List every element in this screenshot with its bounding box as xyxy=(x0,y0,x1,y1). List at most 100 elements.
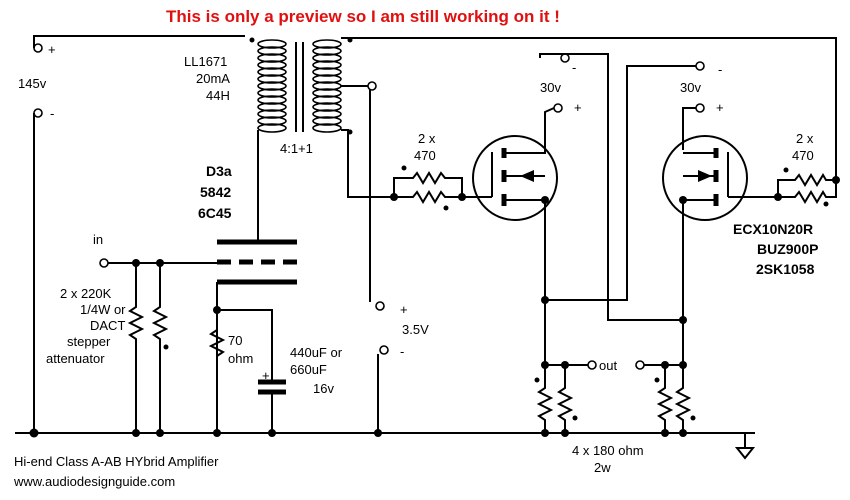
cathode-capacitor xyxy=(258,379,286,395)
junction-dot xyxy=(268,429,276,437)
junction-dot xyxy=(661,429,669,437)
bias-minus-sign: - xyxy=(400,344,404,359)
output-label: out xyxy=(599,358,617,373)
polarity-dot xyxy=(572,415,578,421)
right-gate-resistor-1 xyxy=(777,173,836,197)
supply-voltage-label: 145v xyxy=(18,76,47,91)
bias-plus-sign: + xyxy=(400,302,408,317)
left-gate-res-value: 470 xyxy=(414,148,436,163)
supply-minus-sign: - xyxy=(50,106,54,121)
triode-tube xyxy=(217,239,297,285)
polarity-dot xyxy=(823,201,829,207)
footer-url: www.audiodesignguide.com xyxy=(13,474,175,489)
footer-title: Hi-end Class A-AB HYbrid Amplifier xyxy=(14,454,219,469)
bias-voltage-label: 3.5V xyxy=(402,322,429,337)
supply-minus-terminal xyxy=(33,108,43,118)
right-30v-minus-wire xyxy=(545,65,696,301)
input-resistor-label-1: 2 x 220K xyxy=(60,286,112,301)
right-gate-res-value: 470 xyxy=(792,148,814,163)
junction-dot xyxy=(774,193,782,201)
junction-dot xyxy=(213,429,221,437)
polarity-dot xyxy=(163,344,169,350)
mosfet-label-1: ECX10N20R xyxy=(733,221,813,237)
polarity-dot xyxy=(534,377,540,383)
right-drain-wire xyxy=(682,107,696,150)
output-return-terminal xyxy=(635,360,645,370)
cap-voltage: 16v xyxy=(313,381,334,396)
input-resistor-label-4: stepper xyxy=(67,334,111,349)
left-gate-resistor-2 xyxy=(394,190,470,204)
transformer-model-label: LL1671 xyxy=(184,54,227,69)
tube-name-3: 6C45 xyxy=(198,205,232,221)
junction-dot xyxy=(390,193,398,201)
left-mosfet xyxy=(470,118,558,298)
banner-title: This is only a preview so I am still wor… xyxy=(166,7,560,26)
junction-dot xyxy=(832,176,840,184)
secondary-top-wire xyxy=(341,37,837,180)
left-30v-plus-sign: + xyxy=(574,100,582,115)
input-label: in xyxy=(93,232,103,247)
cathode-resistor-unit: ohm xyxy=(228,351,253,366)
right-30v-label: 30v xyxy=(680,80,701,95)
junction-dot xyxy=(679,196,687,204)
right-30v-minus-terminal xyxy=(695,61,705,71)
transformer-inductance-label: 44H xyxy=(206,88,230,103)
tube-name-1: D3a xyxy=(206,163,232,179)
cap-feed-wire xyxy=(217,309,273,382)
left-drain-wire xyxy=(544,107,555,118)
source-resistor-qty: 4 x 180 ohm xyxy=(572,443,644,458)
mosfet-label-2: BUZ900P xyxy=(757,241,818,257)
cap-value-2: 660uF xyxy=(290,362,327,377)
polarity-dot xyxy=(401,165,407,171)
cap-plus-sign: + xyxy=(262,368,270,383)
junction-dot xyxy=(29,428,39,438)
secondary-tap-wire xyxy=(341,85,371,302)
left-30v-minus-wire xyxy=(539,53,683,321)
left-gate-res-qty: 2 x xyxy=(418,131,436,146)
ground-symbol xyxy=(734,447,756,460)
supply-plus-wire xyxy=(33,35,245,48)
junction-dot xyxy=(679,429,687,437)
supply-plus-terminal xyxy=(33,43,43,53)
bias-minus-terminal xyxy=(379,345,389,355)
junction-dot xyxy=(541,429,549,437)
right-30v-plus-sign: + xyxy=(716,100,724,115)
tap-terminal xyxy=(367,81,377,91)
transformer-current-label: 20mA xyxy=(196,71,230,86)
input-resistor-label-3: DACT xyxy=(90,318,125,333)
source-resistor-3 xyxy=(656,365,674,433)
left-30v-minus-sign: - xyxy=(572,60,576,75)
tube-name-2: 5842 xyxy=(200,184,231,200)
right-30v-plus-terminal xyxy=(695,103,705,113)
input-resistor-label-2: 1/4W or xyxy=(80,302,126,317)
secondary-bottom-wire xyxy=(341,129,394,198)
output-terminal xyxy=(587,360,597,370)
junction-dot xyxy=(561,429,569,437)
input-resistor-1 xyxy=(127,263,145,433)
junction-dot xyxy=(132,429,140,437)
left-gate-resistor-1 xyxy=(393,171,463,197)
junction-dot xyxy=(541,196,549,204)
left-30v-plus-terminal xyxy=(553,103,563,113)
input-resistor-2 xyxy=(151,263,169,433)
polarity-dot xyxy=(654,377,660,383)
source-resistor-power: 2w xyxy=(594,460,611,475)
transformer-symbol xyxy=(249,37,353,135)
input-resistor-label-5: attenuator xyxy=(46,351,105,366)
supply-plus-sign: + xyxy=(48,42,56,57)
left-30v-label: 30v xyxy=(540,80,561,95)
junction-dot xyxy=(156,429,164,437)
cap-value-1: 440uF or xyxy=(290,345,343,360)
cathode-resistor xyxy=(208,329,226,357)
right-gate-resistor-2 xyxy=(770,180,837,204)
cathode-resistor-value: 70 xyxy=(228,333,242,348)
right-gate-res-qty: 2 x xyxy=(796,131,814,146)
source-resistor-1 xyxy=(536,365,554,433)
transformer-ratio-label: 4:1+1 xyxy=(280,141,313,156)
source-resistor-2 xyxy=(556,365,574,433)
polarity-dot xyxy=(690,415,696,421)
polarity-dot xyxy=(783,167,789,173)
input-terminal xyxy=(99,258,109,268)
